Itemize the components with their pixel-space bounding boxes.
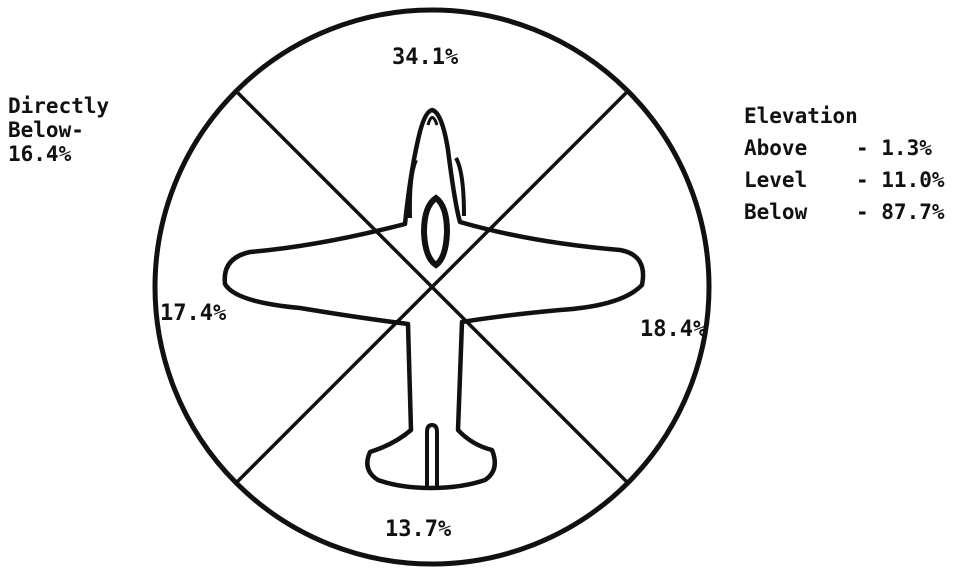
sector-left-label: 17.4% (160, 302, 226, 326)
sector-rear-label: 13.7% (385, 518, 451, 542)
elevation-row-value: - 87.7% (856, 200, 945, 224)
elevation-row-name: Below (744, 200, 807, 224)
directly-below-block: Directly Below- 16.4% (8, 94, 118, 178)
directly-below-line2: Below- (8, 118, 84, 142)
elevation-title: Elevation (744, 104, 858, 128)
elevation-row-name: Level (744, 168, 807, 192)
elevation-block: Elevation Above - 1.3% Level - 11.0% Bel… (744, 104, 964, 244)
elevation-row-value: - 11.0% (856, 168, 945, 192)
directly-below-value: 16.4% (8, 142, 71, 166)
elevation-row-value: - 1.3% (856, 136, 932, 160)
elevation-row-name: Above (744, 136, 807, 160)
sector-right-label: 18.4% (640, 318, 706, 342)
directly-below-line1: Directly (8, 94, 109, 118)
sector-front-label: 34.1% (392, 46, 458, 70)
